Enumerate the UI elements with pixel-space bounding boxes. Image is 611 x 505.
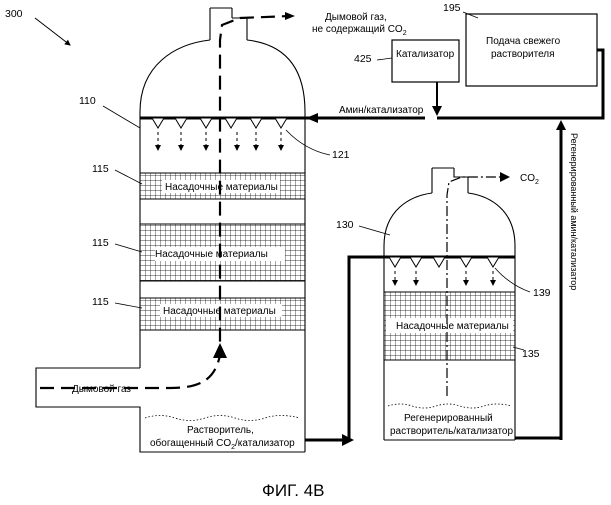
ref-195: 195 bbox=[443, 2, 461, 14]
catalyst-feed-arrow bbox=[432, 106, 442, 116]
ref-425: 425 bbox=[354, 53, 372, 65]
ref-115-c-leader bbox=[115, 303, 142, 308]
regen-solvent-label-1: Регенерированный bbox=[404, 413, 493, 424]
regen-solvent-label-2: растворитель/катализатор bbox=[390, 426, 513, 437]
ref-110: 110 bbox=[79, 95, 96, 107]
ref-115-a-leader bbox=[115, 170, 142, 184]
ref-115-b-leader bbox=[115, 244, 142, 252]
ref-425-leader bbox=[377, 58, 392, 60]
ref-139-leader bbox=[495, 268, 530, 292]
ref-139: 139 bbox=[533, 287, 551, 299]
catalyst-label: Катализатор bbox=[396, 49, 455, 60]
ref-115-c: 115 bbox=[92, 296, 109, 308]
regen-amine-arrow bbox=[556, 120, 566, 130]
catalyst-box bbox=[392, 40, 459, 82]
packing-label-regen: Насадочные материалы bbox=[396, 321, 509, 332]
spray-drops-regen bbox=[395, 271, 493, 285]
rich-solvent-line bbox=[305, 257, 384, 440]
rich-solvent-label-1: Растворитель, bbox=[187, 425, 254, 436]
ref-115-a: 115 bbox=[92, 163, 109, 175]
amine-arrow-left bbox=[306, 113, 318, 123]
co2-path bbox=[447, 177, 505, 396]
co2-arrow bbox=[500, 172, 510, 182]
flue-gas-in-label: Дымовой газ bbox=[72, 384, 131, 395]
ref-135: 135 bbox=[522, 348, 540, 360]
liquid-level-absorber bbox=[145, 416, 300, 421]
packing-label-1: Насадочные материалы bbox=[165, 182, 278, 193]
fresh-solvent-label-2: растворителя bbox=[491, 49, 555, 60]
amine-catalyst-label: Амин/катализатор bbox=[339, 105, 424, 116]
regen-amine-label: Регенерированный амин/катализатор bbox=[569, 133, 579, 290]
clean-gas-label-1: Дымовой газ, bbox=[325, 12, 387, 23]
fresh-solvent-label-1: Подача свежего bbox=[486, 36, 561, 47]
packing-label-2: Насадочные материалы bbox=[155, 249, 268, 260]
co2-label: CO2 bbox=[520, 173, 539, 186]
figure-caption: ФИГ. 4В bbox=[262, 481, 325, 500]
ref-121-leader bbox=[286, 130, 330, 155]
clean-gas-label-2: не содержащий CO2 bbox=[312, 24, 407, 37]
ref-arrow bbox=[35, 18, 70, 45]
flue-gas-arrow-up bbox=[213, 343, 227, 358]
ref-110-leader bbox=[103, 106, 140, 128]
liquid-level-regen bbox=[388, 404, 512, 408]
ref-115-b: 115 bbox=[92, 237, 109, 249]
ref-121: 121 bbox=[332, 149, 350, 161]
flue-gas-out-arrow bbox=[285, 12, 295, 20]
flue-gas-path bbox=[40, 16, 290, 388]
rich-solvent-label-2: обогащенный CO2/катализатор bbox=[150, 437, 295, 451]
ref-130: 130 bbox=[336, 219, 354, 231]
figure-ref-300: 300 bbox=[5, 8, 23, 20]
